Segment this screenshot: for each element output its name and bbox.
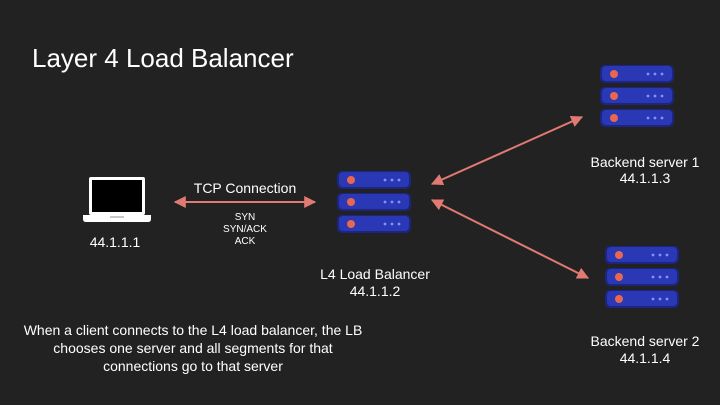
handshake-syn: SYN [234,212,256,223]
lb-server-icon [337,171,411,233]
backend1-name: Backend server 1 [590,154,700,170]
slide-title: Layer 4 Load Balancer [32,43,294,73]
caption-text: When a client connects to the L4 load ba… [23,322,363,374]
client-ip: 44.1.1.1 [89,234,141,250]
backend2-server-icon [605,246,679,308]
backend2-name: Backend server 2 [590,333,700,349]
handshake-synack: SYN/ACK [223,224,267,235]
lb-ip: 44.1.1.2 [349,283,401,299]
lb-backend2-arrow [430,199,590,279]
backend1-ip: 44.1.1.3 [619,170,671,186]
connection-label: TCP Connection [193,180,297,196]
backend2-ip: 44.1.1.4 [619,350,671,366]
backend1-server-icon [600,65,674,127]
lb-backend1-arrow [430,115,584,186]
laptop-icon [83,177,151,222]
handshake-ack: ACK [234,236,256,247]
lb-name: L4 Load Balancer [320,266,430,282]
